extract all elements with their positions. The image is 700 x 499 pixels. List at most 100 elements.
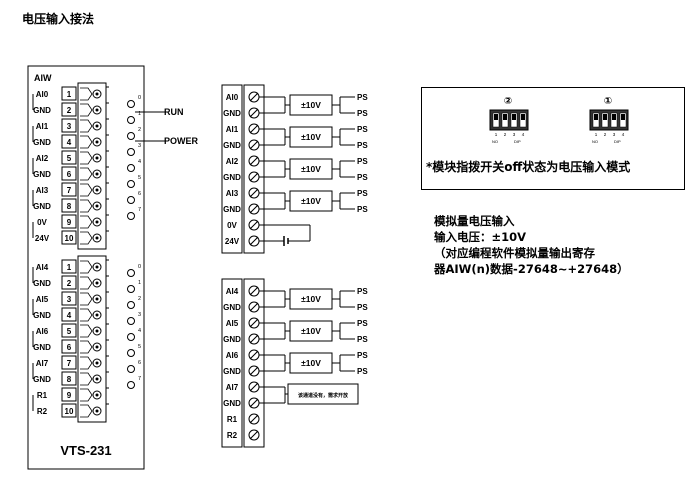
top-terminal-label: 0V <box>37 218 47 227</box>
bottom-slot-icon <box>80 260 93 274</box>
bottom-terminal-label: GND <box>33 279 51 288</box>
bottom-led-icon <box>127 285 135 293</box>
top-screw-dot <box>95 204 99 208</box>
top-source-label: ±10V <box>301 100 321 110</box>
top-ps-label: PS <box>357 109 368 118</box>
top-screw-slot <box>249 92 259 102</box>
top-wire-label: AI2 <box>226 157 239 166</box>
top-terminal-number-box <box>61 86 77 101</box>
bottom-terminal-number: 10 <box>65 407 74 416</box>
bottom-terminal-number-box <box>61 387 77 402</box>
top-ps-label: PS <box>357 205 368 214</box>
top-terminal-number: 5 <box>67 154 72 163</box>
bottom-wire-label: AI7 <box>226 383 239 392</box>
bottom-terminal-number: 4 <box>67 311 72 320</box>
bottom-slot-icon <box>80 292 93 306</box>
spec-line-4: 器AIW(n)数据-27648~+27648） <box>434 262 629 276</box>
top-led-icon <box>127 196 135 204</box>
bottom-label-strip <box>221 278 243 448</box>
top-terminal-number: 9 <box>67 218 72 227</box>
bottom-wire-label: AI6 <box>226 351 239 360</box>
input-spec-text: 模拟量电压输入 输入电压：±10V （对应编程软件模拟量输出寄存 器AIW(n)… <box>434 213 629 277</box>
dip-a-pin-num: 2 <box>504 132 507 137</box>
bottom-ps-label: PS <box>357 319 368 328</box>
bottom-terminal-number: 8 <box>67 375 72 384</box>
bottom-terminal-number-box <box>61 355 77 370</box>
bottom-led-icon <box>127 333 135 341</box>
bottom-source-label: ±10V <box>301 358 321 368</box>
top-slot-icon <box>80 87 93 101</box>
top-led-label: 4 <box>138 159 141 165</box>
top-terminal-number-box <box>61 182 77 197</box>
bottom-slot-icon <box>80 356 93 370</box>
bottom-terminal-number-box <box>61 259 77 274</box>
bottom-terminal-number-box <box>61 307 77 322</box>
top-screw-slot <box>249 156 259 166</box>
top-screw-dot <box>95 236 99 240</box>
dip-b-pin-num: 2 <box>604 132 607 137</box>
dip-a-dip-label: DIP <box>514 139 521 144</box>
top-wire-label: GND <box>223 109 241 118</box>
bottom-slot-icon <box>80 324 93 338</box>
bottom-screw-slot <box>249 398 259 408</box>
bottom-terminal-number-box <box>61 339 77 354</box>
top-screw-dot <box>95 188 99 192</box>
dip-b-marker: ① <box>604 96 612 107</box>
bottom-wire-label: AI5 <box>226 319 239 328</box>
bottom-led-label: 7 <box>138 376 141 382</box>
bottom-terminal-label: AI6 <box>36 327 49 336</box>
bottom-source-label: ±10V <box>301 326 321 336</box>
top-screw-slot <box>249 172 259 182</box>
top-screw-dot <box>95 156 99 160</box>
dip-a-marker: ② <box>504 96 512 107</box>
top-wire-label: AI3 <box>226 189 239 198</box>
bottom-ps-label: PS <box>357 367 368 376</box>
bottom-led-icon <box>127 269 135 277</box>
top-terminal-label: GND <box>33 138 51 147</box>
bottom-led-label: 4 <box>138 328 141 334</box>
bottom-terminal-label: R1 <box>37 391 48 400</box>
top-terminal-number: 6 <box>67 170 72 179</box>
top-terminal-number: 8 <box>67 202 72 211</box>
bottom-slot-icon <box>80 404 93 418</box>
top-led-icon <box>127 164 135 172</box>
top-terminal-number-box <box>61 230 77 245</box>
top-screw-dot <box>95 172 99 176</box>
bottom-led-icon <box>127 365 135 373</box>
top-led-icon <box>127 180 135 188</box>
dip-a-pin-num: 1 <box>495 132 498 137</box>
top-slot-icon <box>80 167 93 181</box>
bottom-led-icon <box>127 301 135 309</box>
bottom-screw-slot <box>249 302 259 312</box>
power-label: POWER <box>164 136 199 146</box>
top-connector-housing <box>77 82 107 250</box>
bottom-screw-slot <box>249 430 259 440</box>
bottom-terminal-label: GND <box>33 311 51 320</box>
top-screw-slot <box>249 108 259 118</box>
top-led-icon <box>127 132 135 140</box>
dip-a-on-label: NO <box>492 139 498 144</box>
run-label: RUN <box>164 107 184 117</box>
unused-channel-note: 该通道没有，需求开放 <box>298 392 349 399</box>
top-wire-label: GND <box>223 205 241 214</box>
module-name: VTS-231 <box>60 443 111 458</box>
bottom-screw-slot <box>249 286 259 296</box>
top-terminal-label: AI0 <box>36 90 49 99</box>
dip-a-body <box>489 109 529 131</box>
bottom-terminal-number-box <box>61 403 77 418</box>
bottom-terminal-label: GND <box>33 375 51 384</box>
bottom-screw-dot <box>95 297 99 301</box>
dip-a-slider-knob <box>521 114 525 120</box>
bottom-screw-slot <box>249 334 259 344</box>
spec-line-3: （对应编程软件模拟量输出寄存 <box>434 246 595 260</box>
top-terminal-number-box <box>61 102 77 117</box>
bottom-screw-dot <box>95 329 99 333</box>
top-wire-label: 24V <box>225 237 240 246</box>
bottom-led-icon <box>127 381 135 389</box>
bottom-terminal-number: 7 <box>67 359 72 368</box>
bottom-screw-slot <box>249 366 259 376</box>
spec-line-1: 模拟量电压输入 <box>434 214 515 228</box>
bottom-terminal-number-box <box>61 371 77 386</box>
